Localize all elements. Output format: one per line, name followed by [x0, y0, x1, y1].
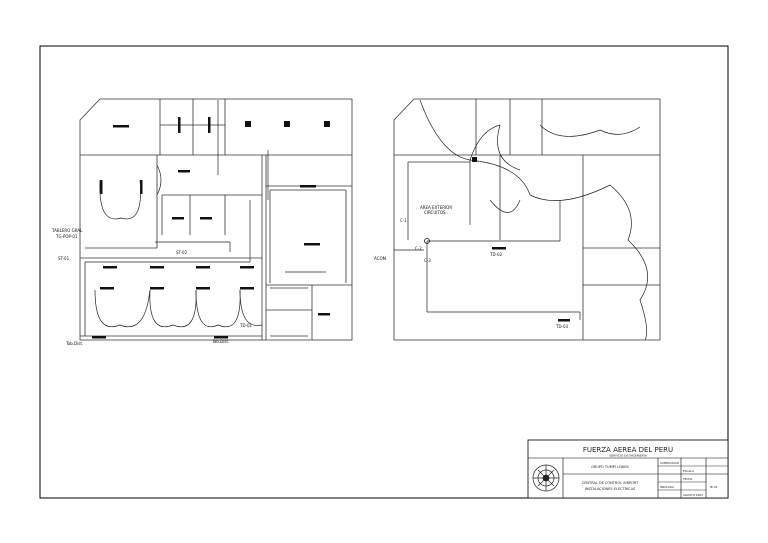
right-plan-labels: AREA EXTERIOR CIRCUITOS ACOM. C-1 C-2 C-… — [374, 205, 569, 329]
circuit-1-label: C-1 — [400, 218, 407, 223]
tb-cell-1: ESCALA — [683, 469, 694, 473]
box-1-label: TD-02 — [489, 252, 503, 257]
left-plan-fixtures — [92, 117, 330, 339]
bottom-right-label: Tab.Dist. — [211, 339, 229, 344]
project-text: CENTRAL DE CONTROL AIRPORT — [582, 481, 639, 485]
circuit-3-label: C-3 — [424, 258, 431, 263]
feed-note-label: TG-POP-01 — [55, 234, 78, 239]
panel-label: TD-01 — [239, 323, 253, 328]
circuit-2-label: C-2 — [415, 246, 422, 251]
location-text: GRUPO TUMPI LOBOS — [591, 465, 629, 469]
right-floor-plan — [393, 98, 661, 341]
tb-cell-0: SUPERVISION — [660, 461, 679, 465]
right-plan-nodes — [424, 157, 570, 322]
right-plan-outline — [393, 98, 661, 341]
area-note-2-label: CIRCUITOS — [424, 210, 446, 215]
right-plan-circuits — [394, 99, 648, 341]
air-force-emblem-icon — [532, 464, 560, 492]
feed-box-label: TABLERO GRAL. — [51, 228, 84, 233]
tb-cell-4: AGOSTO 2003 — [683, 493, 703, 497]
organization-title: FUERZA AEREA DEL PERU — [583, 446, 673, 454]
area-note-label: AREA EXTERIOR — [420, 205, 452, 210]
sheet-border — [39, 45, 729, 499]
drawing-title-text: INSTALACIONES ELECTRICAS — [585, 487, 636, 491]
box-2-label: TD-03 — [555, 324, 569, 329]
point-2-label: ST-02 — [176, 250, 188, 255]
organization-subtitle: SERVICIO DE INGENIERIA — [609, 454, 647, 458]
point-1-label: ST-01 — [58, 256, 70, 261]
left-plan-circuits — [85, 100, 326, 327]
tb-cell-2: FECHA — [683, 477, 692, 481]
title-block: FUERZA AEREA DEL PERU SERVICIO DE INGENI… — [527, 439, 729, 499]
tb-cell-3: INDICADA — [660, 485, 674, 489]
feed-label: ACOM. — [374, 256, 387, 261]
bottom-left-label: Tab.Dist. — [65, 341, 83, 346]
left-plan-labels: TABLERO GRAL. TG-POP-01 ST-01 ST-02 TD-0… — [51, 228, 253, 346]
tb-cell-5: IE-01 — [710, 485, 718, 489]
left-plan-outline — [79, 98, 353, 341]
left-floor-plan — [79, 98, 353, 341]
